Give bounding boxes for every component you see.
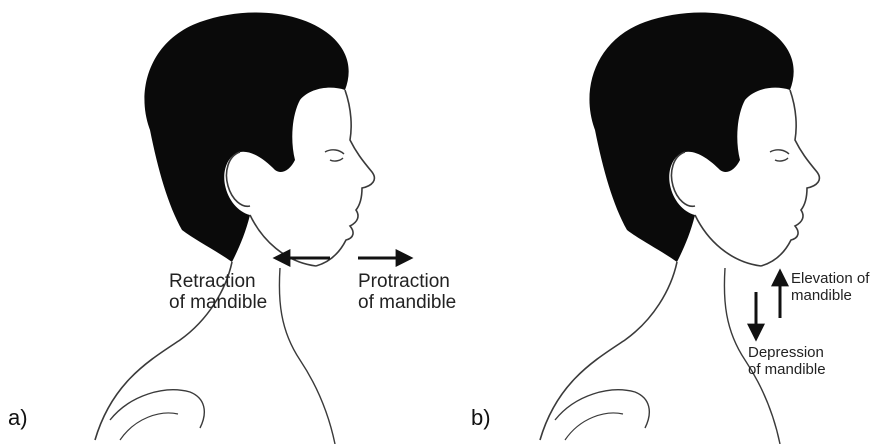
panel-a-label: a) [8,405,28,431]
retraction-label-line1: Retraction [169,271,267,292]
depression-label-line1: Depression [748,345,826,362]
retraction-label-line2: of mandible [169,292,267,313]
protraction-label-line1: Protraction [358,271,456,292]
depression-label-line2: of mandible [748,362,826,379]
protraction-label: Protraction of mandible [358,271,456,314]
retraction-label: Retraction of mandible [169,271,267,314]
panel-b-label: b) [471,405,491,431]
depression-label: Depression of mandible [748,345,826,379]
elevation-label: Elevation of mandible [791,271,869,305]
panel-a-figure [95,12,410,444]
elevation-label-line2: mandible [791,288,869,305]
panel-b-figure [540,12,819,444]
elevation-label-line1: Elevation of [791,271,869,288]
protraction-label-line2: of mandible [358,292,456,313]
